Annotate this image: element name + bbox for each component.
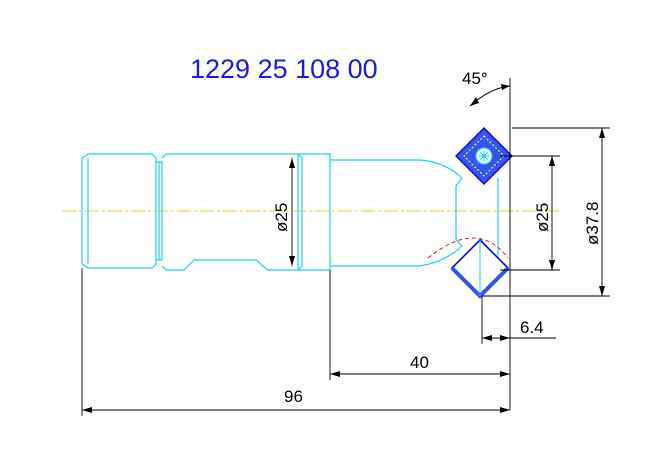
shank-diameter-label: ø25 xyxy=(272,203,291,232)
outer-diameter-dimension: ø37.8 xyxy=(482,127,610,297)
shank-diameter-arrow-top xyxy=(289,158,295,168)
angle-arrow-right xyxy=(501,84,510,90)
upper-insert-screw-star xyxy=(478,150,490,162)
length-96-arrow-right xyxy=(500,407,510,413)
main-body xyxy=(161,153,331,271)
insert-width-arrow-left xyxy=(482,335,492,341)
upper-insert xyxy=(455,127,513,185)
shank-end xyxy=(81,153,157,269)
outer-arrow-bottom xyxy=(599,286,605,296)
head-top-profile xyxy=(330,159,463,179)
head-bottom-profile xyxy=(330,245,463,267)
part-number-title: 1229 25 108 00 xyxy=(190,54,378,84)
outer-arrow-top xyxy=(599,128,605,138)
hidden-swing-arc xyxy=(427,237,509,259)
length-96-label: 96 xyxy=(284,387,303,406)
length-96-dimension: 96 xyxy=(81,268,510,416)
bore-arrow-top xyxy=(549,156,555,166)
collar-chamfer xyxy=(297,153,303,271)
upper-insert-hatch xyxy=(463,135,505,177)
length-40-arrow-right xyxy=(500,371,510,377)
angle-label: 45° xyxy=(462,69,488,88)
shank-diameter-arrow-bottom xyxy=(289,256,295,266)
bore-arrow-bottom xyxy=(549,260,555,270)
length-40-arrow-left xyxy=(330,371,340,377)
bore-diameter-dimension: ø25 xyxy=(500,155,560,271)
insert-width-dimension: 6.4 xyxy=(481,130,556,410)
tool-body xyxy=(81,153,501,271)
length-96-arrow-left xyxy=(82,407,92,413)
angle-arrow-left xyxy=(470,97,479,106)
insert-width-arrow-right xyxy=(500,335,510,341)
outer-diameter-label: ø37.8 xyxy=(583,202,602,245)
length-40-dimension: 40 xyxy=(329,270,510,380)
angle-dimension: 45° xyxy=(462,69,511,130)
length-40-label: 40 xyxy=(410,353,429,372)
lower-insert xyxy=(450,238,510,299)
insert-width-label: 6.4 xyxy=(520,318,544,337)
shank-diameter-dimension: ø25 xyxy=(272,158,295,266)
head-face-chamfers xyxy=(455,177,463,247)
bore-diameter-label: ø25 xyxy=(533,203,552,232)
